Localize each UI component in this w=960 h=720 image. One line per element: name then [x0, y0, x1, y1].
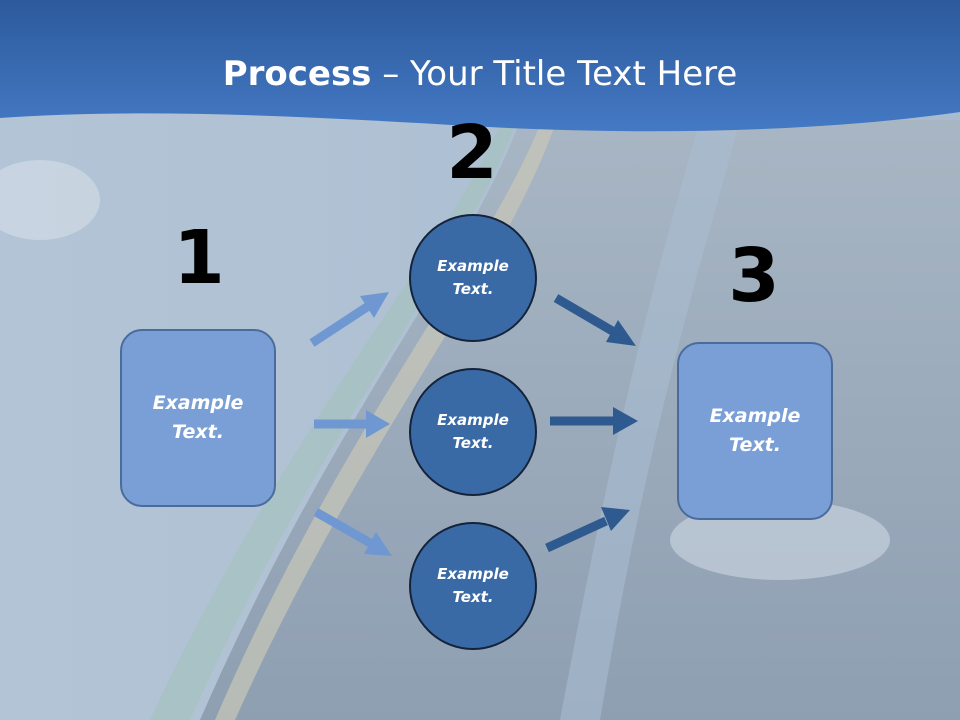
step-number-2: 2 [446, 110, 498, 196]
arrow-left-to-middle [314, 410, 390, 438]
circle-top-line2: Text. [452, 280, 494, 298]
arrow-top-to-right [553, 294, 636, 346]
step-number-1: 1 [173, 215, 225, 301]
step-1-text-line1: Example [152, 392, 244, 414]
header-banner [0, 0, 960, 132]
step-1-text-line2: Text. [172, 421, 224, 443]
step-number-3: 3 [728, 233, 780, 319]
arrow-middle-to-right [550, 407, 638, 435]
circle-middle-line1: Example [437, 411, 509, 429]
slide-title: Process – Your Title Text Here [0, 52, 960, 96]
title-bold: Process [222, 54, 372, 94]
step-3-text-line1: Example [709, 405, 801, 427]
step-3-text-line2: Text. [729, 434, 781, 456]
title-rest: – Your Title Text Here [371, 54, 738, 94]
circle-bottom-line1: Example [437, 565, 509, 583]
circle-middle-line2: Text. [452, 434, 494, 452]
arrow-left-to-top [309, 292, 389, 347]
circle-top-line1: Example [437, 257, 509, 275]
arrow-bottom-to-right [545, 507, 630, 553]
circle-bottom-line2: Text. [452, 588, 494, 606]
arrow-left-to-bottom [313, 508, 392, 556]
